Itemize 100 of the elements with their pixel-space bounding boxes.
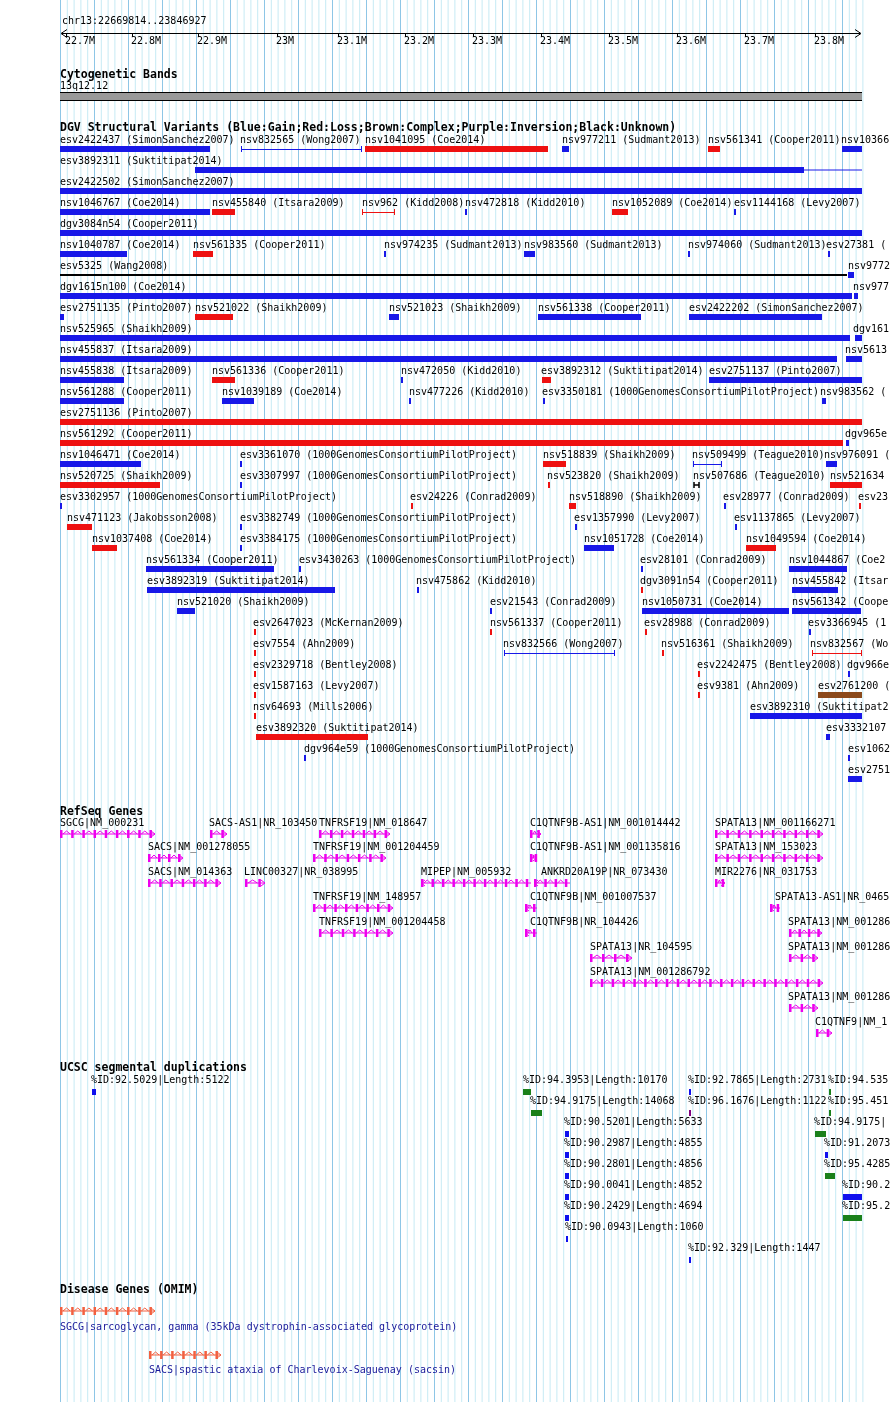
feature-label: esv28988 (Conrad2009)	[644, 617, 771, 629]
feature-label: nsv977211 (Sudmant2013)	[562, 134, 701, 146]
feature-label: esv3892320 (Suktitipat2014)	[256, 722, 419, 734]
feature-label: nsv561335 (Cooper2011)	[193, 239, 326, 251]
feature-label: SGCG|NM_000231	[60, 817, 145, 829]
feature-label: nsv1046767 (Coe2014)	[60, 197, 181, 209]
feature-label: esv23	[858, 491, 889, 503]
feature-label: ANKRD20A19P|NR_073430	[541, 866, 668, 878]
feature-label: nsv509499 (Teague2010)	[692, 449, 825, 461]
tick-label: 22.7M	[65, 35, 96, 47]
feature-label: nsv977	[853, 281, 890, 293]
feature-label: SPATA13|NM_001286	[788, 991, 890, 1003]
feature-label: %ID:95.451	[828, 1095, 889, 1107]
feature-label: nsv1049594 (Coe2014)	[746, 533, 867, 545]
tick-label: 23.5M	[608, 35, 639, 47]
feature-label: %ID:90.0943|Length:1060	[565, 1221, 704, 1233]
feature-label: TNFRSF19|NM_018647	[319, 817, 428, 829]
feature-label: nsv561338 (Cooper2011)	[538, 302, 671, 314]
feature-label: esv5325 (Wang2008)	[60, 260, 169, 272]
feature-label: esv3350181 (1000GenomesConsortiumPilotProject)	[542, 386, 819, 398]
feature-label: esv3307997 (1000GenomesConsortiumPilotProject)	[240, 470, 517, 482]
feature-label: SACS|NM_001278055	[148, 841, 251, 853]
feature-label: SPATA13|NM_001166271	[715, 817, 836, 829]
feature-label: nsv521023 (Shaikh2009)	[389, 302, 522, 314]
feature-label: dgv1615n100 (Coe2014)	[60, 281, 187, 293]
tick-label: 23.7M	[744, 35, 775, 47]
tick-label: 23.4M	[540, 35, 571, 47]
tick-label: 22.9M	[197, 35, 228, 47]
feature-label: nsv1046471 (Coe2014)	[60, 449, 181, 461]
feature-label: nsv561341 (Cooper2011)	[708, 134, 841, 146]
feature-label: %ID:94.9175|Length:14068	[530, 1095, 675, 1107]
feature-label: nsv561342 (Coope	[792, 596, 889, 608]
tick-label: 23.6M	[676, 35, 707, 47]
position-label: chr13:22669814..23846927	[62, 15, 207, 27]
feature-label: nsv477226 (Kidd2010)	[409, 386, 530, 398]
feature-label: nsv561337 (Cooper2011)	[490, 617, 623, 629]
feature-label: esv1137865 (Levy2007)	[734, 512, 861, 524]
feature-label: nsv523820 (Shaikh2009)	[547, 470, 680, 482]
feature-label: %ID:90.2	[842, 1179, 890, 1191]
feature-label: %ID:96.1676|Length:1122	[688, 1095, 827, 1107]
feature-label: SPATA13-AS1|NR_0465	[775, 891, 890, 903]
feature-label: esv2761200 (	[818, 680, 890, 692]
feature-label: SPATA13|NM_153023	[715, 841, 818, 853]
feature-label: SACS-AS1|NR_103450	[209, 817, 318, 829]
track-title: Disease Genes (OMIM)	[60, 1282, 199, 1296]
tick-label: 23.1M	[337, 35, 368, 47]
feature-label: nsv475862 (Kidd2010)	[416, 575, 537, 587]
feature-label: nsv561292 (Cooper2011)	[60, 428, 193, 440]
feature-label: nsv1051728 (Coe2014)	[584, 533, 705, 545]
track-title: RefSeq Genes	[60, 804, 144, 818]
feature-label: %ID:92.5029|Length:5122	[91, 1074, 230, 1086]
feature-label: %ID:94.535	[828, 1074, 889, 1086]
feature-label: nsv983560 (Sudmant2013)	[524, 239, 663, 251]
feature-label: nsv516361 (Shaikh2009)	[661, 638, 794, 650]
feature-label: nsv521634	[830, 470, 885, 482]
feature-label: dgv3091n54 (Cooper2011)	[640, 575, 779, 587]
feature-label: MIPEP|NM_005932	[421, 866, 512, 878]
feature-label: esv1144168 (Levy2007)	[734, 197, 861, 209]
feature-label: nsv472818 (Kidd2010)	[465, 197, 586, 209]
feature-label: nsv507686 (Teague2010)	[693, 470, 826, 482]
feature-label: nsv472050 (Kidd2010)	[401, 365, 522, 377]
feature-label: %ID:90.2801|Length:4856	[564, 1158, 703, 1170]
feature-label: nsv1037408 (Coe2014)	[92, 533, 213, 545]
feature-label: nsv1050731 (Coe2014)	[642, 596, 763, 608]
feature-label: nsv561336 (Cooper2011)	[212, 365, 345, 377]
feature-label: dgv964e59 (1000GenomesConsortiumPilotProject)	[304, 743, 575, 755]
feature-label: %ID:90.2987|Length:4855	[564, 1137, 703, 1149]
feature-label: nsv1040787 (Coe2014)	[60, 239, 181, 251]
feature-label: esv28977 (Conrad2009)	[723, 491, 850, 503]
feature-label: esv2422202 (SimonSanchez2007)	[689, 302, 864, 314]
feature-label: nsv455842 (Itsar	[792, 575, 889, 587]
feature-label: nsv1041095 (Coe2014)	[365, 134, 486, 146]
track-title: DGV Structural Variants (Blue:Gain;Red:Loss;Brown:Complex;Purple:Inversion;Black:Unknown)	[60, 120, 677, 134]
feature-label: %ID:91.2073	[824, 1137, 890, 1149]
feature-label: esv2751137 (Pinto2007)	[709, 365, 842, 377]
feature-label: esv1062	[848, 743, 890, 755]
feature-label: %ID:95.4285	[824, 1158, 890, 1170]
feature-label: %ID:90.2429|Length:4694	[564, 1200, 703, 1212]
feature-label: esv2329718 (Bentley2008)	[253, 659, 398, 671]
feature-label: esv2422502 (SimonSanchez2007)	[60, 176, 235, 188]
feature-label: nsv520725 (Shaikh2009)	[60, 470, 193, 482]
feature-label: nsv518890 (Shaikh2009)	[569, 491, 702, 503]
feature-label: SPATA13|NM_001286	[788, 941, 890, 953]
feature-label: %ID:90.0041|Length:4852	[564, 1179, 703, 1191]
feature-label: esv24226 (Conrad2009)	[410, 491, 537, 503]
feature-label: esv3892310 (Suktitipat2	[750, 701, 889, 713]
feature-label: nsv983562 (	[820, 386, 887, 398]
feature-label: nsv455838 (Itsara2009)	[60, 365, 193, 377]
feature-label: %ID:92.329|Length:1447	[688, 1242, 821, 1254]
feature-label: nsv521022 (Shaikh2009)	[195, 302, 328, 314]
feature-label: nsv455837 (Itsara2009)	[60, 344, 193, 356]
feature-label: esv2647023 (McKernan2009)	[253, 617, 404, 629]
feature-label: esv7554 (Ahn2009)	[253, 638, 356, 650]
feature-label: TNFRSF19|NM_001204459	[313, 841, 440, 853]
feature-label: C1QTNF9B|NR_104426	[530, 916, 639, 928]
track-title: Cytogenetic Bands	[60, 67, 178, 81]
feature-label: esv1587163 (Levy2007)	[253, 680, 380, 692]
feature-label: nsv471123 (Jakobsson2008)	[67, 512, 218, 524]
feature-label: %ID:94.9175|	[814, 1116, 887, 1128]
feature-label: esv3430263 (1000GenomesConsortiumPilotProject)	[299, 554, 576, 566]
